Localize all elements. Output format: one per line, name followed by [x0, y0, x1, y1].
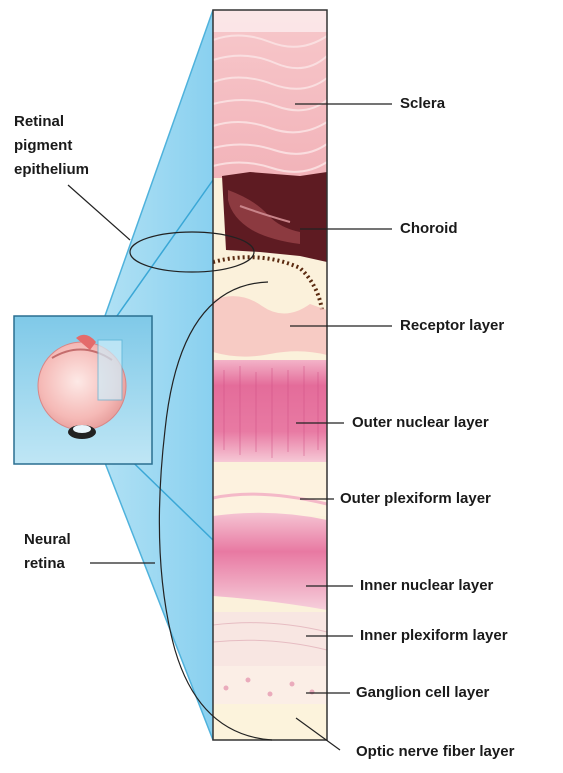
- label-neural-line-1: Neural: [24, 530, 71, 549]
- label-rpe-line-3: epithelium: [14, 160, 89, 179]
- label-outer-nuclear-layer: Outer nuclear layer: [352, 413, 489, 432]
- label-neural-line-2: retina: [24, 554, 65, 573]
- label-receptor-layer: Receptor layer: [400, 316, 504, 335]
- label-sclera: Sclera: [400, 94, 445, 113]
- label-choroid: Choroid: [400, 219, 458, 238]
- label-inner-nuclear-layer: Inner nuclear layer: [360, 576, 493, 595]
- tissue-strip: [213, 10, 327, 740]
- label-rpe-line-1: Retinal: [14, 112, 64, 131]
- label-outer-plexiform-layer: Outer plexiform layer: [340, 489, 491, 508]
- eye-inset: [14, 316, 152, 464]
- label-optic-nerve-fiber-layer: Optic nerve fiber layer: [356, 742, 514, 761]
- label-rpe-line-2: pigment: [14, 136, 72, 155]
- label-inner-plexiform-layer: Inner plexiform layer: [360, 626, 508, 645]
- label-ganglion-cell-layer: Ganglion cell layer: [356, 683, 489, 702]
